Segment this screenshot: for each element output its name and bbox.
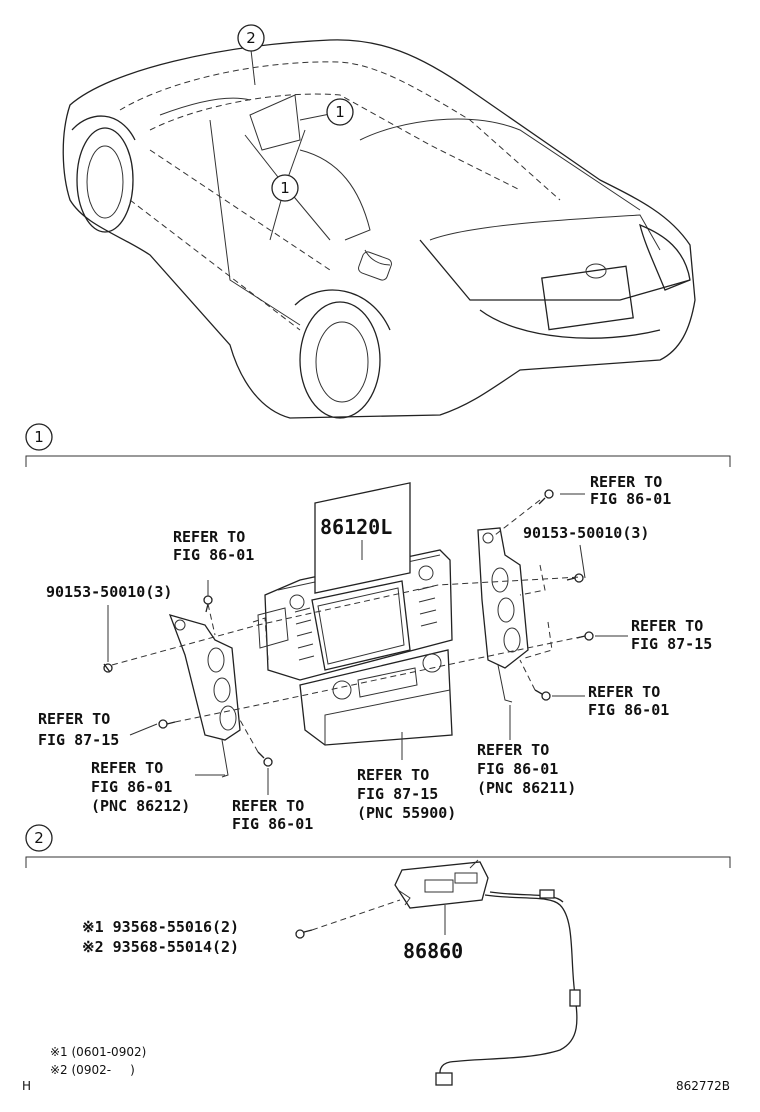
- refer-top-right-line1: REFER TO: [590, 473, 662, 491]
- refer-top-right-line2: FIG 86-01: [590, 490, 671, 508]
- cable: [439, 894, 578, 1079]
- section-1-bracket: [25, 455, 731, 467]
- refer-right-low-line2: FIG 86-01: [588, 701, 669, 719]
- bolt-right-top: [538, 489, 554, 505]
- module-86860: [394, 859, 489, 909]
- bolt-right-mid: [576, 631, 594, 641]
- bolt-left-bottom: [257, 751, 273, 767]
- display-unit-86120L: [257, 482, 453, 746]
- refer-right-mid-line2: FIG 87-15: [631, 635, 712, 653]
- car-illustration: [62, 39, 696, 419]
- refer-center-bottom-line1: REFER TO: [357, 766, 429, 784]
- callout-1-car-upper: 1: [326, 98, 354, 126]
- refer-center-bottom-line2: FIG 87-15: [357, 785, 438, 803]
- refer-left-bottom-line2: FIG 86-01: [91, 778, 172, 796]
- bolt-left-part-number: 90153-50010(3): [46, 583, 172, 601]
- left-bracket: [168, 614, 241, 778]
- footer: ※1 (0601-0902) ※2 (0902- ) H 862772B: [22, 1045, 730, 1093]
- corner-mark: H: [22, 1079, 31, 1093]
- refer-top-left-line1: REFER TO: [173, 528, 245, 546]
- screw-section-2: [295, 929, 313, 939]
- refer-right-bottom-line2: FIG 86-01: [477, 760, 558, 778]
- right-bracket: [477, 527, 529, 703]
- screw-part-number-1: ※1 93568-55016(2): [82, 918, 239, 936]
- refer-center-bottom-line3: (PNC 55900): [357, 804, 456, 822]
- drawing-id: 862772B: [676, 1079, 730, 1093]
- bolt-left-mid: [158, 719, 176, 729]
- svg-text:1: 1: [280, 179, 290, 197]
- bolt-right-lower: [534, 689, 551, 701]
- refer-top-left-line2: FIG 86-01: [173, 546, 254, 564]
- cable-clip: [569, 989, 581, 1007]
- refer-left-mid-line2: FIG 87-15: [38, 731, 119, 749]
- callout-2-car: 2: [237, 24, 265, 52]
- part-number-86120L: 86120L: [320, 515, 392, 539]
- section-2: 2 86860 ※1 93568-55016(2) ※2 93568-55014…: [25, 824, 731, 1086]
- cable-connector-top: [539, 889, 555, 899]
- bolt-right-part-number: 90153-50010(3): [523, 524, 649, 542]
- bolt-left-lower: [103, 663, 113, 673]
- footnote-2: ※2 (0902- ): [50, 1063, 135, 1077]
- refer-center-left-line2: FIG 86-01: [232, 815, 313, 833]
- svg-text:2: 2: [246, 29, 256, 47]
- refer-left-bottom-line1: REFER TO: [91, 759, 163, 777]
- bolt-right-upper: [566, 573, 584, 583]
- svg-text:1: 1: [335, 103, 345, 121]
- footnote-1: ※1 (0601-0902): [50, 1045, 146, 1059]
- screw-part-number-2: ※2 93568-55014(2): [82, 938, 239, 956]
- refer-right-low-line1: REFER TO: [588, 683, 660, 701]
- refer-right-bottom-line3: (PNC 86211): [477, 779, 576, 797]
- cable-plug: [435, 1072, 453, 1086]
- callout-1-car-lower: 1: [271, 174, 299, 202]
- section-1-badge-number: 1: [34, 428, 44, 446]
- refer-left-mid-line1: REFER TO: [38, 710, 110, 728]
- section-1-badge: [25, 423, 53, 451]
- refer-right-bottom-line1: REFER TO: [477, 741, 549, 759]
- refer-left-bottom-line3: (PNC 86212): [91, 797, 190, 815]
- refer-right-mid-line1: REFER TO: [631, 617, 703, 635]
- part-number-86860: 86860: [403, 939, 463, 963]
- section-2-badge-number: 2: [34, 829, 44, 847]
- section-1: 1: [25, 423, 731, 833]
- section-2-badge: [25, 824, 53, 852]
- refer-center-left-line1: REFER TO: [232, 797, 304, 815]
- section-2-bracket: [25, 856, 731, 868]
